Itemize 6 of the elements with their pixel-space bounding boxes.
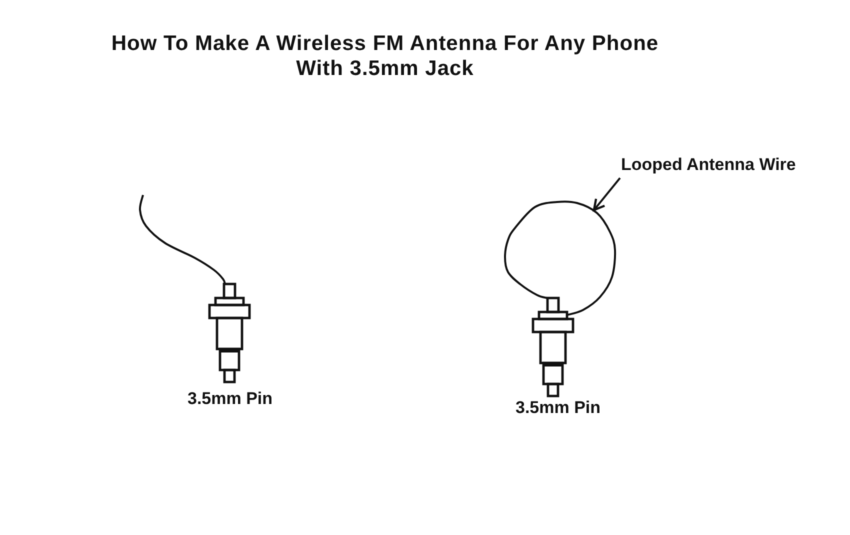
title: How To Make A Wireless FM Antenna For Any Phone With 3.5mm Jack [110, 31, 660, 81]
pin-label: 3.5mm Pin [188, 389, 273, 409]
pin-label: 3.5mm Pin [516, 398, 601, 418]
callout-label: Looped Antenna Wire [621, 155, 796, 175]
leader-arrow [592, 177, 621, 212]
wire-loop [504, 200, 616, 316]
